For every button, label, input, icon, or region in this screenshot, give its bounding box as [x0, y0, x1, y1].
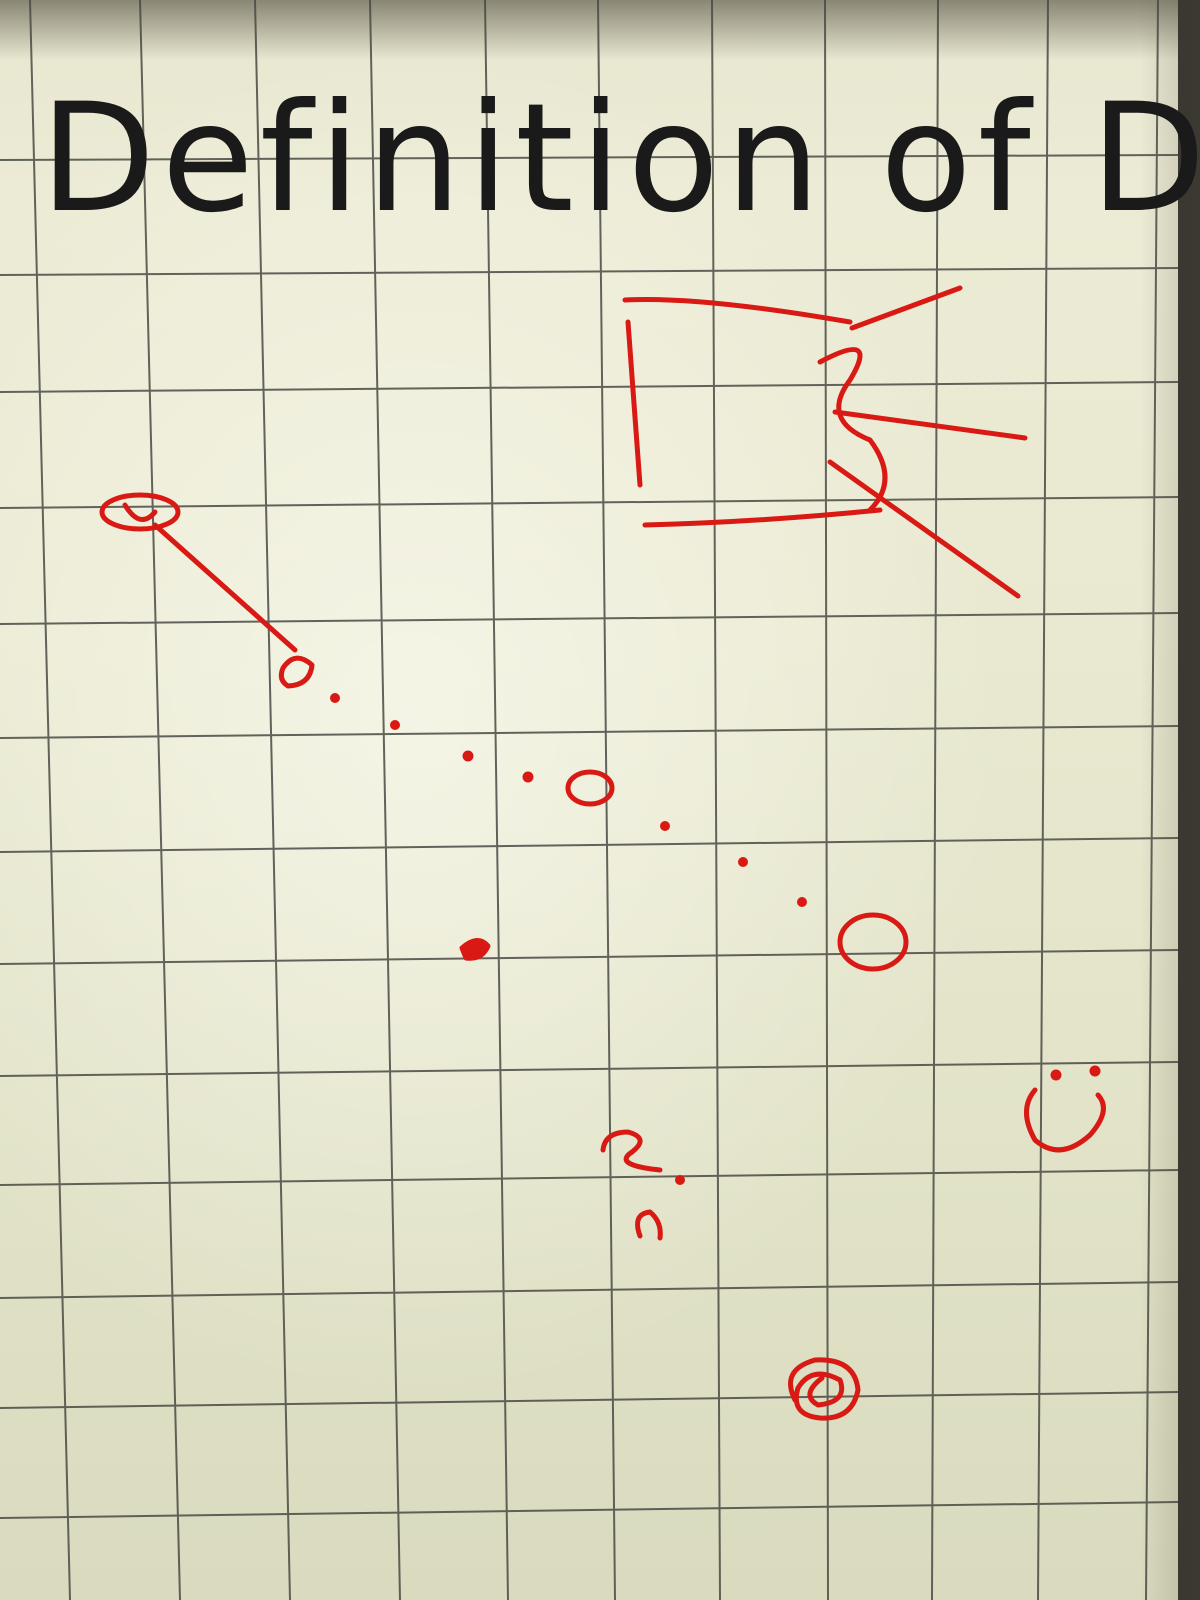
question-mark	[600, 1129, 663, 1173]
sketch-box-left	[625, 319, 643, 488]
page-title: Definition of Done	[40, 72, 1200, 246]
small-mark	[459, 938, 491, 961]
scribble-ball	[788, 1357, 861, 1421]
paper-edge-shadow	[1140, 0, 1200, 1600]
middle-node	[565, 769, 615, 807]
sketch-wave	[817, 347, 888, 513]
sketch-box-bottom	[642, 507, 883, 528]
connecting-line	[152, 522, 298, 653]
end-node	[837, 912, 909, 972]
sketch-line-1	[849, 285, 963, 331]
sketch-box	[622, 296, 853, 325]
question-letter	[635, 1209, 663, 1241]
start-scribble	[122, 502, 158, 522]
sketch-line-2	[832, 409, 1028, 441]
paper-shadow	[0, 0, 1178, 60]
second-node	[278, 655, 315, 689]
sketch-line-3	[827, 459, 1021, 599]
start-node	[99, 492, 181, 532]
smiley	[1024, 1087, 1106, 1153]
